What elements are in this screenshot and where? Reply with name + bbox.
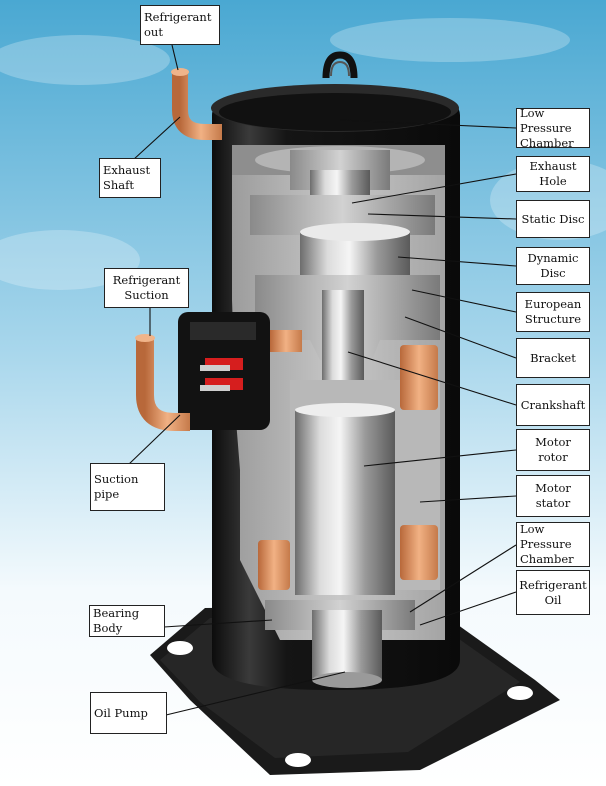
label-crankshaft: Crankshaft xyxy=(516,384,590,426)
label-european-structure: European Structure xyxy=(516,292,590,332)
label-oil-pump: Oil Pump xyxy=(90,692,167,734)
label-refrigerant-suction: Refrigerant Suction xyxy=(104,268,189,308)
label-exhaust-hole: Exhaust Hole xyxy=(516,156,590,192)
label-dynamic-disc: Dynamic Disc xyxy=(516,247,590,285)
label-static-disc: Static Disc xyxy=(516,200,590,238)
label-bearing-body: Bearing Body xyxy=(89,605,165,637)
label-suction-pipe: Suction pipe xyxy=(90,463,165,511)
label-motor-rotor: Motor rotor xyxy=(516,429,590,471)
label-motor-stator: Motor stator xyxy=(516,475,590,517)
label-low-pressure-chamber-bottom: Low Pressure Chamber xyxy=(516,522,590,567)
label-refrigerant-out: Refrigerant out xyxy=(140,5,220,45)
label-low-pressure-chamber-top: Low Pressure Chamber xyxy=(516,106,590,150)
label-exhaust-shaft: Exhaust Shaft xyxy=(99,158,161,198)
label-bracket: Bracket xyxy=(516,338,590,378)
label-refrigerant-oil: Refrigerant Oil xyxy=(516,570,590,615)
